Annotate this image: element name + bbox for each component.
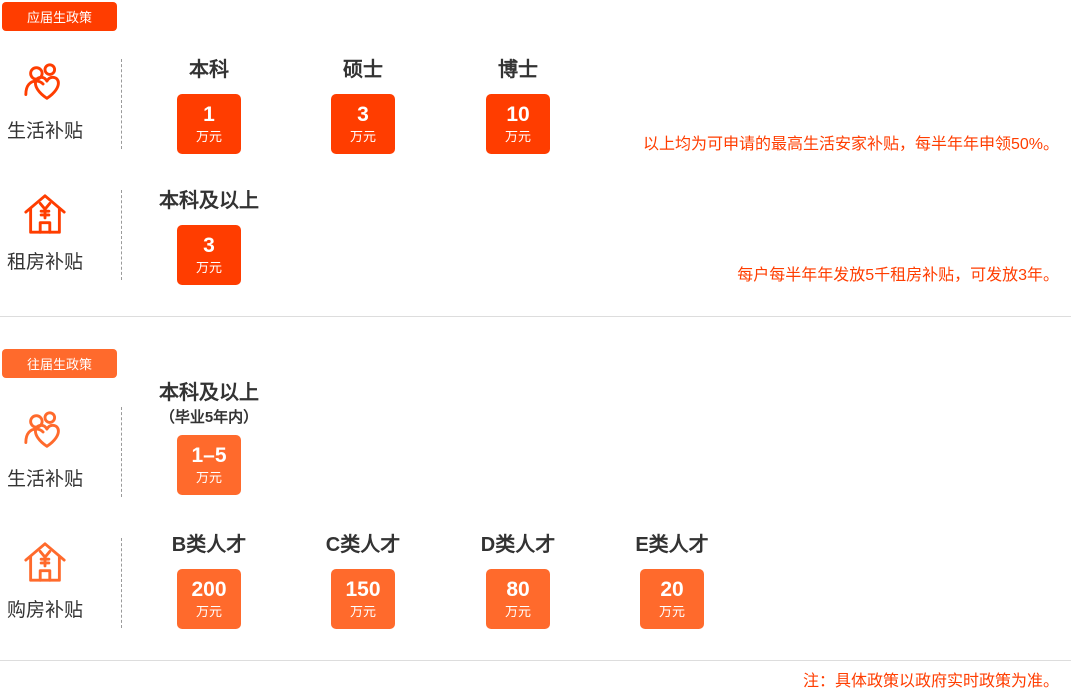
past-purchase-category: 购房补贴 — [0, 539, 90, 622]
amount-value: 3 — [357, 103, 369, 126]
amount-unit: 万元 — [658, 604, 685, 619]
item-sub-label: （毕业5年内） — [159, 409, 259, 426]
current-living-category: 生活补贴 — [0, 60, 90, 143]
amount-unit: 万元 — [504, 604, 531, 619]
section-divider — [0, 316, 1071, 317]
house-yuan-icon — [24, 194, 66, 234]
amount-value: 20 — [660, 578, 684, 601]
amount-box: 3 万元 — [331, 94, 395, 154]
amount-value: 3 — [203, 234, 215, 257]
amount-unit: 万元 — [504, 129, 531, 144]
item-current-master: 硕士 3 万元 — [283, 57, 443, 154]
amount-box: 20 万元 — [640, 569, 704, 629]
amount-unit: 万元 — [195, 604, 222, 619]
current-rent-category: 租房补贴 — [0, 191, 90, 274]
item-current-doctor: 博士 10 万元 — [438, 57, 598, 154]
amount-box: 150 万元 — [331, 569, 395, 629]
amount-box: 10 万元 — [486, 94, 550, 154]
amount-value: 150 — [345, 578, 381, 601]
house-yuan-icon — [24, 542, 66, 582]
amount-unit: 万元 — [349, 604, 376, 619]
amount-unit: 万元 — [195, 260, 222, 275]
item-current-bachelor: 本科 1 万元 — [129, 57, 289, 154]
amount-unit: 万元 — [195, 470, 222, 485]
item-label: C类人才 — [325, 534, 401, 556]
footnote: 注：具体政策以政府实时政策为准。 — [802, 673, 1059, 690]
amount-box: 3 万元 — [177, 225, 241, 285]
amount-box: 1 万元 — [177, 94, 241, 154]
divider-line — [121, 190, 122, 280]
divider-line — [121, 538, 122, 628]
past-living-category: 生活补贴 — [0, 408, 90, 491]
item-label: D类人才 — [480, 534, 556, 556]
current-policy-tag: 应届生政策 — [2, 2, 117, 31]
item-past-living: 本科及以上 （毕业5年内） 1–5 万元 — [129, 380, 289, 495]
current-living-note: 以上均为可申请的最高生活安家补贴，每半年年申领50%。 — [642, 136, 1059, 153]
item-label: 硕士 — [343, 59, 383, 81]
item-label: 本科 — [189, 59, 229, 81]
item-label: 博士 — [498, 59, 538, 81]
item-talent-e: E类人才 20 万元 — [592, 532, 752, 629]
item-talent-b: B类人才 200 万元 — [129, 532, 289, 629]
item-label: 本科及以上 — [159, 382, 259, 404]
amount-value: 1 — [203, 103, 215, 126]
item-label: B类人才 — [171, 534, 247, 556]
people-heart-icon — [24, 411, 60, 448]
current-rent-label: 租房补贴 — [6, 252, 83, 273]
amount-unit: 万元 — [349, 129, 376, 144]
amount-box: 80 万元 — [486, 569, 550, 629]
divider-line — [121, 407, 122, 497]
amount-value: 200 — [191, 578, 227, 601]
footer-divider — [0, 660, 1071, 661]
amount-unit: 万元 — [195, 129, 222, 144]
item-talent-c: C类人才 150 万元 — [283, 532, 443, 629]
item-talent-d: D类人才 80 万元 — [438, 532, 598, 629]
divider-line — [121, 59, 122, 149]
amount-value: 80 — [506, 578, 530, 601]
current-rent-note: 每户每半年年发放5千租房补贴，可发放3年。 — [737, 267, 1059, 284]
amount-box: 200 万元 — [177, 569, 241, 629]
item-current-rent: 本科及以上 3 万元 — [129, 188, 289, 285]
current-living-label: 生活补贴 — [6, 121, 83, 142]
amount-value: 1–5 — [191, 444, 227, 467]
amount-value: 10 — [506, 103, 530, 126]
past-purchase-label: 购房补贴 — [6, 600, 83, 621]
item-label: 本科及以上 — [159, 190, 259, 212]
amount-box: 1–5 万元 — [177, 435, 241, 495]
past-policy-tag: 往届生政策 — [2, 349, 117, 378]
people-heart-icon — [24, 63, 60, 100]
item-label: E类人才 — [635, 534, 709, 556]
past-living-label: 生活补贴 — [6, 469, 83, 490]
